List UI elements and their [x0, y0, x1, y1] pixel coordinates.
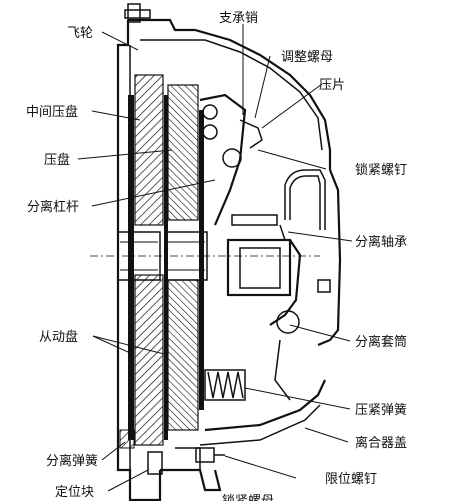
label-release-bearing: 分离轴承	[355, 234, 407, 250]
label-clamp-spring: 压紧弹簧	[355, 402, 407, 418]
label-support-pin: 支承销	[219, 11, 258, 26]
release-sleeve	[269, 239, 302, 401]
label-lock-nut: 锁紧螺母	[222, 493, 274, 501]
label-locating-block: 定位块	[55, 485, 94, 500]
driven-discs	[128, 95, 204, 440]
leader-lines	[77, 24, 353, 492]
limit-screw	[195, 447, 225, 463]
label-release-sleeve: 分离套筒	[355, 334, 407, 350]
label-pressure-piece: 压片	[319, 78, 345, 93]
hub-shaft	[90, 231, 320, 281]
label-middle-plate: 中间压盘	[26, 104, 78, 120]
clamp-spring	[204, 369, 246, 401]
label-pressure-plate: 压盘	[44, 152, 70, 168]
label-limit-screw: 限位螺钉	[325, 472, 377, 487]
label-release-lever: 分离杠杆	[27, 199, 79, 215]
clutch-cover	[160, 169, 342, 492]
release-bearing	[226, 214, 292, 297]
label-flywheel: 飞轮	[67, 26, 93, 41]
label-adjust-nut: 调整螺母	[281, 50, 333, 65]
label-driven-plate: 从动盘	[39, 329, 78, 345]
label-lock-screw: 锁紧螺钉	[355, 162, 407, 178]
release-lever	[199, 93, 263, 226]
oil-tube	[284, 169, 331, 293]
pressure-plate	[167, 84, 199, 431]
label-release-spring: 分离弹簧	[46, 453, 98, 469]
locating-block	[147, 451, 163, 475]
middle-pressure-plate	[134, 74, 164, 446]
release-spring-bolt	[119, 429, 135, 449]
label-clutch-cover: 离合器盖	[355, 435, 407, 451]
